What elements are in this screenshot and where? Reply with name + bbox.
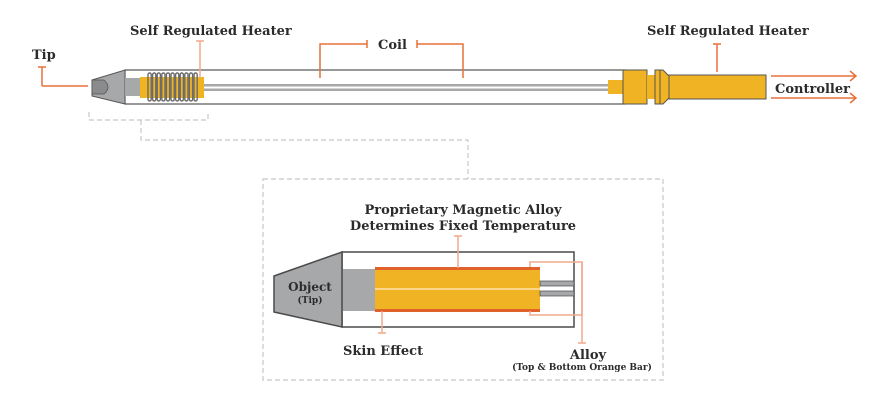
coil-loop bbox=[184, 72, 189, 102]
coil-loop bbox=[179, 72, 185, 102]
alloy-title-leader bbox=[454, 235, 462, 268]
detail-object-tip bbox=[273, 250, 343, 328]
controller-label: Controller bbox=[775, 82, 850, 97]
detail-wire-top bbox=[539, 280, 575, 287]
coil-loop bbox=[151, 72, 157, 102]
coil-loop bbox=[165, 72, 171, 102]
right-heater-ring bbox=[654, 69, 670, 105]
coil-loop bbox=[156, 72, 162, 102]
pen-inner-core bbox=[125, 78, 143, 96]
alloy-title-line1: Proprietary Magnetic Alloy bbox=[365, 203, 562, 218]
heater-center-line bbox=[375, 288, 540, 290]
coil-loop bbox=[174, 72, 180, 102]
controller-arrow-bottom bbox=[771, 92, 858, 104]
alloy-title-line2: Determines Fixed Temperature bbox=[350, 219, 576, 234]
coil-loop bbox=[161, 72, 166, 102]
coil-wire-top bbox=[204, 84, 612, 87]
alloy-sub-label: (Top & Bottom Orange Bar) bbox=[512, 362, 652, 373]
pen-body-tube bbox=[124, 69, 626, 105]
right-heater-sleeve bbox=[668, 74, 767, 100]
tip-label: Tip bbox=[32, 48, 56, 63]
callout-connector bbox=[88, 112, 469, 179]
controller-arrow-top bbox=[771, 70, 858, 82]
coil-loop bbox=[170, 72, 175, 102]
coil-loop bbox=[188, 72, 194, 102]
object-sub-label: (Tip) bbox=[298, 295, 323, 306]
right-connector-stub bbox=[608, 80, 624, 94]
pen-tip-point bbox=[91, 79, 109, 95]
coil-wire-bottom bbox=[204, 88, 612, 91]
detail-inner-core bbox=[343, 269, 375, 311]
detail-wire-bottom bbox=[539, 290, 575, 297]
right-heater-collar bbox=[622, 69, 648, 105]
coil-loop bbox=[147, 72, 152, 102]
object-label: Object bbox=[288, 280, 332, 294]
coil-bracket bbox=[319, 40, 464, 78]
alloy-label: Alloy bbox=[569, 348, 607, 363]
right-heater-leader bbox=[713, 43, 721, 72]
alloy-bracket bbox=[529, 261, 586, 344]
left-heater-leader bbox=[196, 40, 204, 78]
skin-effect-leader bbox=[378, 311, 386, 334]
skin-effect-label: Skin Effect bbox=[343, 344, 423, 359]
alloy-bottom-bar bbox=[375, 309, 540, 312]
right-heater-label: Self Regulated Heater bbox=[647, 24, 809, 39]
coil-label: Coil bbox=[378, 38, 407, 53]
detail-callout-box bbox=[262, 178, 664, 381]
right-heater-neck bbox=[647, 75, 655, 99]
coil-loop bbox=[193, 72, 198, 102]
left-heater-label: Self Regulated Heater bbox=[130, 24, 292, 39]
tip-leader bbox=[38, 66, 88, 87]
alloy-top-bar bbox=[375, 267, 540, 270]
heater-coil-winding bbox=[147, 72, 198, 102]
